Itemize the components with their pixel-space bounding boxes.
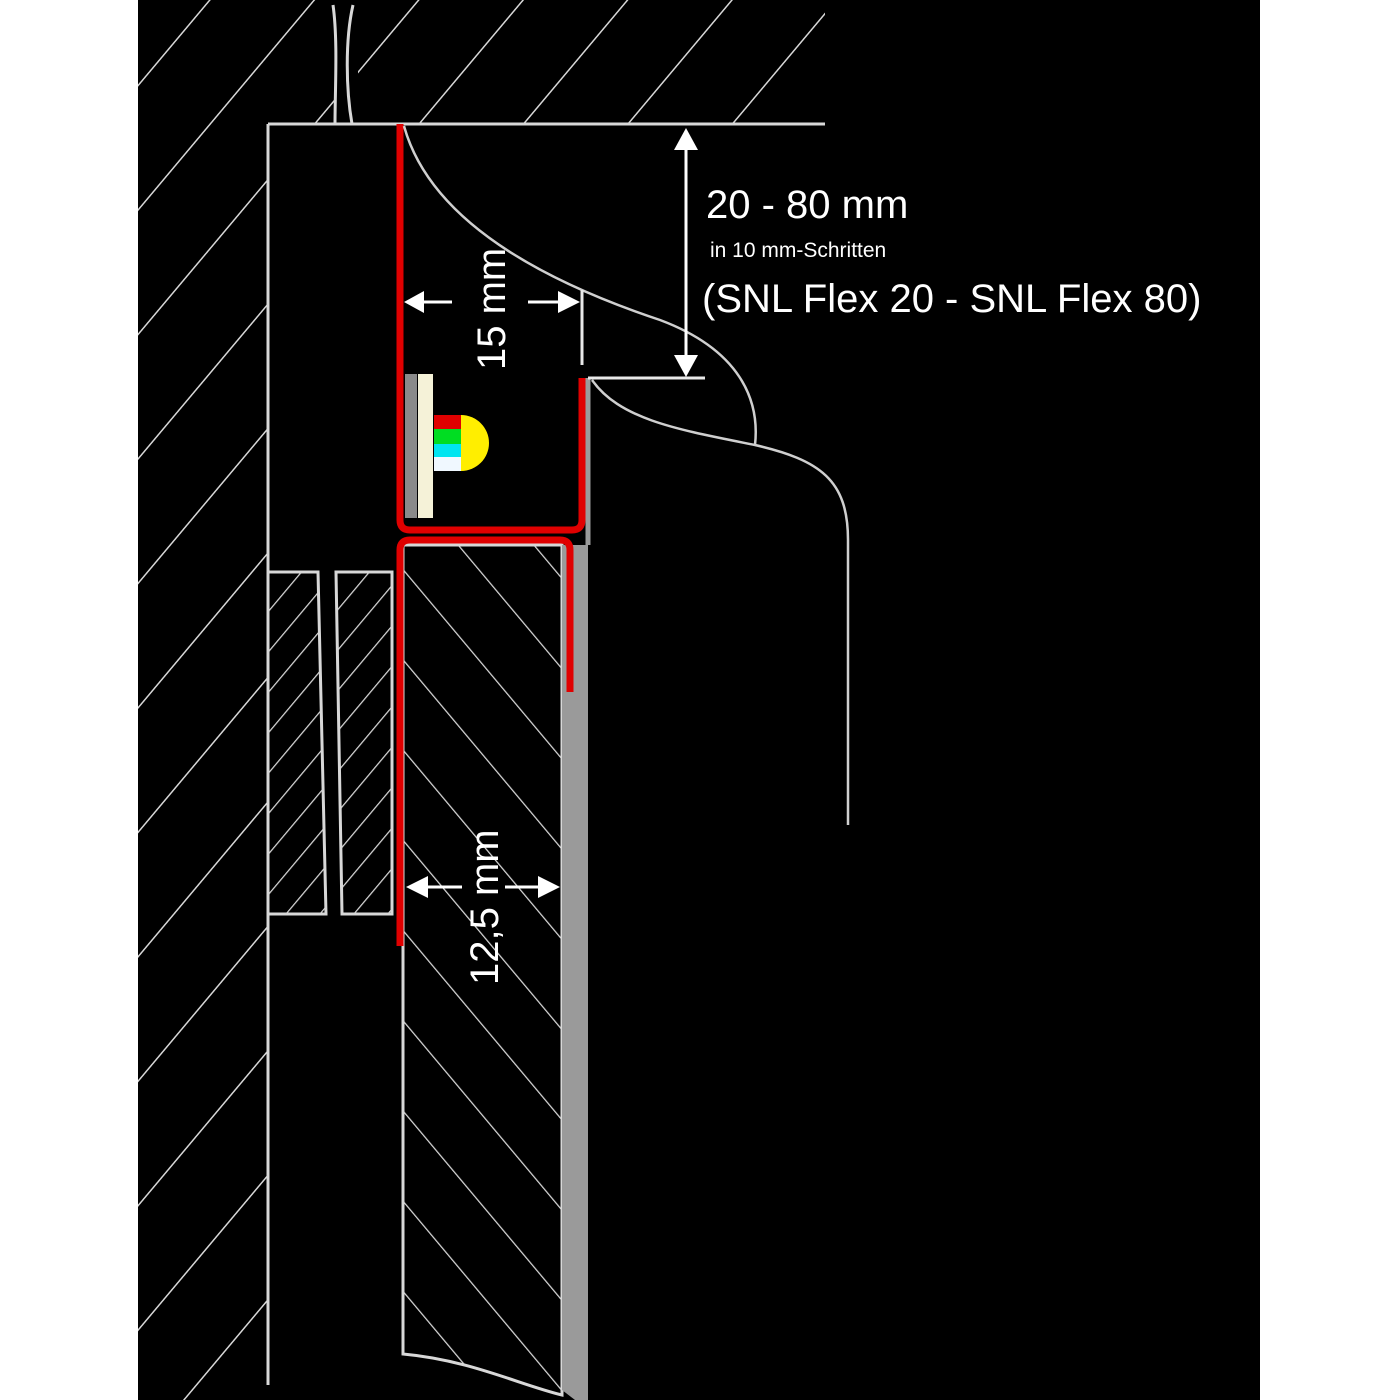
led-cyan [434, 444, 461, 457]
ceiling-slab [138, 0, 825, 126]
model-range-label: (SNL Flex 20 - SNL Flex 80) [702, 277, 1201, 321]
height-step-note: in 10 mm-Schritten [710, 239, 886, 262]
board-thickness-label: 12,5 mm [463, 829, 507, 985]
led-dome [461, 415, 489, 471]
dimension-board-12-5mm [406, 876, 560, 898]
dimension-height [588, 128, 705, 380]
plasterboard [401, 543, 588, 1400]
height-range-label: 20 - 80 mm [706, 183, 908, 227]
led-green [434, 429, 461, 444]
led-strip [405, 374, 489, 518]
drawing-background [138, 0, 1260, 1400]
cable [331, 4, 355, 125]
aluminium-profile [396, 124, 586, 946]
led-red [434, 415, 461, 429]
drywall-edge [562, 545, 588, 1400]
led-white [434, 457, 461, 471]
wooden-battens [266, 570, 394, 916]
dimension-gap-15mm [404, 290, 584, 365]
led-strip-back [405, 374, 417, 518]
led-strip-base [418, 374, 433, 518]
curtain [402, 125, 850, 825]
gap-width-label: 15 mm [470, 248, 514, 370]
